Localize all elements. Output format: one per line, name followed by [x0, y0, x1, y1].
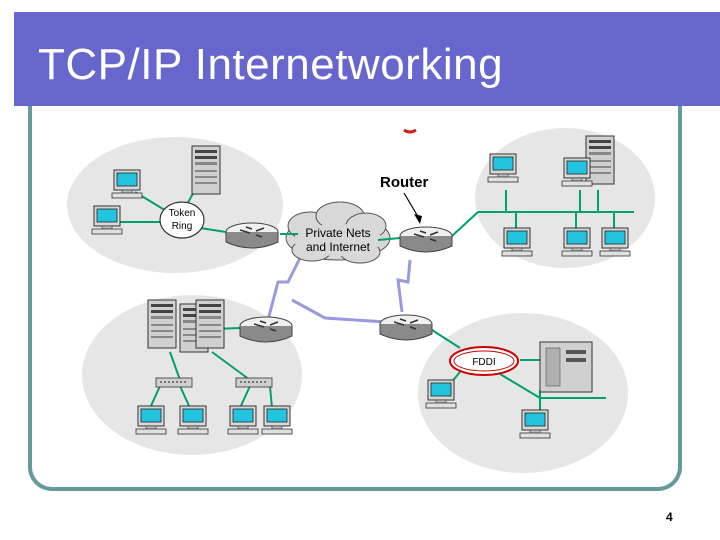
- cloud-label-line2: and Internet: [306, 240, 371, 254]
- title-underline: [14, 106, 650, 110]
- mainframe-icon: [539, 341, 593, 393]
- pc-icon: [561, 227, 593, 257]
- router-label: Router: [380, 174, 428, 191]
- pc-icon: [177, 405, 209, 435]
- wan-link-right: [396, 259, 412, 313]
- fddi-label: FDDI: [472, 357, 495, 368]
- router-icon: [399, 226, 453, 253]
- hub-icon: [235, 377, 273, 388]
- pc-icon: [111, 169, 143, 199]
- router-icon: [225, 222, 279, 249]
- pc-icon: [425, 379, 457, 409]
- router-icon: [379, 314, 433, 341]
- title-bar: TCP/IP Internetworking: [14, 12, 720, 110]
- cloud-label-line1: Private Nets: [305, 226, 370, 240]
- pc-icon: [91, 205, 123, 235]
- pc-icon: [561, 157, 593, 187]
- pc-icon: [261, 405, 293, 435]
- router-arrow-head: [414, 214, 422, 224]
- token-ring: [159, 201, 205, 239]
- network-links: [118, 189, 634, 412]
- token-ring-line2: Ring: [172, 221, 193, 232]
- hub-icon: [155, 377, 193, 388]
- content-frame: [28, 106, 682, 491]
- internet-cloud: [285, 201, 391, 264]
- red-mark: [403, 128, 417, 134]
- pc-icon: [519, 409, 551, 439]
- server-icon: [191, 145, 221, 195]
- slide-title: TCP/IP Internetworking: [38, 40, 504, 89]
- fddi-ring: [449, 346, 519, 376]
- server-icon: [147, 299, 177, 349]
- page-number: 4: [666, 510, 673, 524]
- pc-icon: [227, 405, 259, 435]
- pc-icon: [135, 405, 167, 435]
- wan-link-center: [291, 298, 386, 324]
- pc-icon: [487, 153, 519, 183]
- wan-link-left: [266, 257, 302, 321]
- router-icon: [239, 316, 293, 343]
- pc-icon: [501, 227, 533, 257]
- token-ring-line1: Token: [169, 208, 196, 219]
- pc-icon: [599, 227, 631, 257]
- server-icon: [195, 299, 225, 349]
